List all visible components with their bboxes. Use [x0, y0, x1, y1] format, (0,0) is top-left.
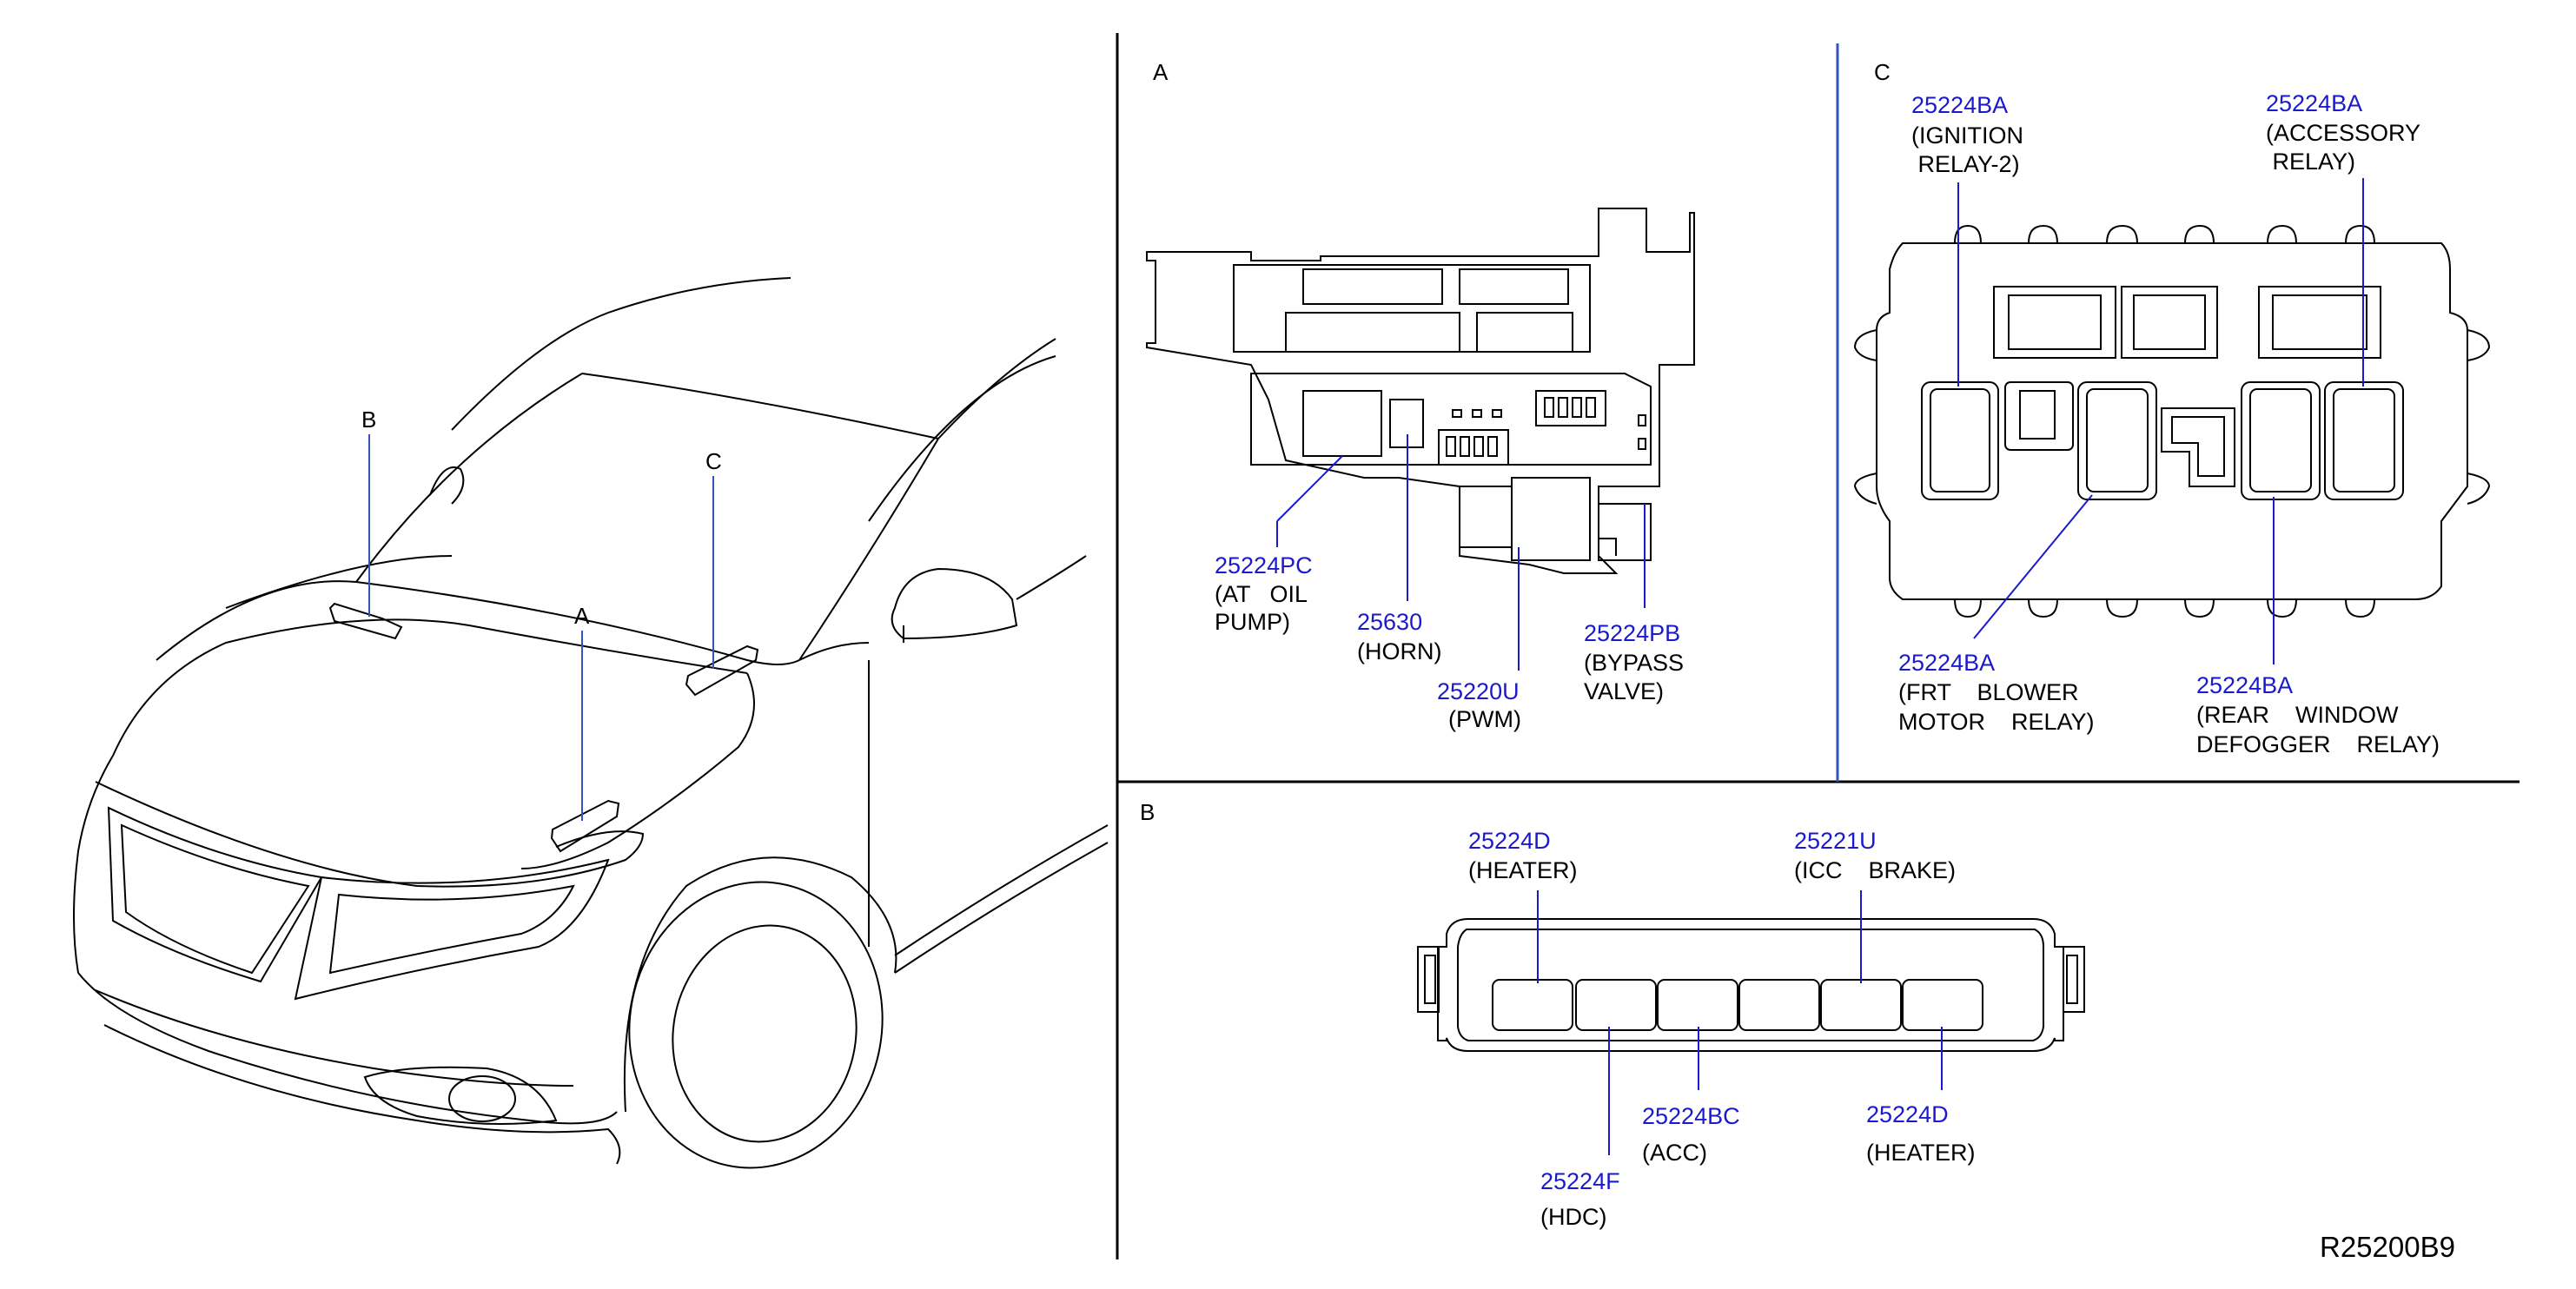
panel-a-pins	[1446, 397, 1646, 457]
callout-frt-blower-desc-2: MOTOR RELAY)	[1898, 709, 2095, 735]
callout-25630-part: 25630	[1357, 609, 1422, 635]
callout-25224pc-desc-1: (AT OIL	[1215, 581, 1308, 607]
marker-c-label: C	[705, 448, 722, 474]
panel-dividers	[1116, 33, 2520, 1259]
panel-b: B 25224D (HEATER) 25221U (ICC BRAKE) 252…	[1140, 799, 2085, 1230]
callout-25224pc-part: 25224PC	[1215, 552, 1313, 578]
callout-icc-brake-desc: (ICC BRAKE)	[1794, 857, 1956, 883]
callout-accessory-relay-part: 25224BA	[2266, 90, 2362, 116]
vehicle-markers: B C A	[361, 407, 722, 821]
callout-hdc-desc: (HDC)	[1540, 1204, 1606, 1230]
callout-25224pb-desc-1: (BYPASS	[1584, 650, 1684, 676]
panel-b-connector	[1437, 918, 2064, 1052]
reference-code: R25200B9	[2320, 1231, 2455, 1263]
callout-heater-top-part: 25224D	[1468, 828, 1551, 854]
callout-ignition-relay-part: 25224BA	[1911, 92, 2008, 118]
panel-a-module	[1146, 208, 1695, 574]
vehicle-illustration	[73, 277, 1109, 1169]
callout-25220u-part: 25220U	[1437, 678, 1520, 704]
callout-heater-bottom-desc: (HEATER)	[1866, 1140, 1976, 1166]
callout-25630-desc: (HORN)	[1357, 638, 1441, 664]
callout-hdc-part: 25224F	[1540, 1168, 1620, 1194]
callout-rear-window-desc-1: (REAR WINDOW	[2196, 702, 2399, 728]
panel-a-title: A	[1153, 59, 1169, 85]
callout-frt-blower-part: 25224BA	[1898, 650, 1995, 676]
panel-c-title: C	[1874, 59, 1891, 85]
callout-25220u-desc: (PWM)	[1448, 706, 1521, 732]
callout-acc-desc: (ACC)	[1642, 1140, 1707, 1166]
callout-acc-part: 25224BC	[1642, 1103, 1740, 1129]
callout-rear-window-part: 25224BA	[2196, 672, 2293, 698]
panel-b-slots	[1492, 979, 1983, 1031]
callout-ignition-relay-desc-1: (IGNITION	[1911, 122, 2023, 149]
callout-ignition-relay-desc-2: RELAY-2)	[1911, 151, 2020, 177]
callout-accessory-relay-desc-1: (ACCESSORY	[2266, 120, 2420, 146]
panel-c: C	[1853, 59, 2491, 757]
callout-accessory-relay-desc-2: RELAY)	[2266, 149, 2355, 175]
callout-25224pb-desc-2: VALVE)	[1584, 678, 1664, 704]
callout-frt-blower-desc-1: (FRT BLOWER	[1898, 679, 2079, 705]
callout-icc-brake-part: 25221U	[1794, 828, 1877, 854]
callout-heater-bottom-part: 25224D	[1866, 1101, 1949, 1127]
callout-25224pb-part: 25224PB	[1584, 620, 1680, 646]
marker-a-label: A	[574, 603, 590, 629]
panel-b-title: B	[1140, 799, 1155, 825]
marker-b-label: B	[361, 407, 376, 433]
callout-heater-top-desc: (HEATER)	[1468, 857, 1578, 883]
callout-25224pc-desc-2: PUMP)	[1215, 609, 1290, 635]
panel-a: A 25224PC (AT OIL PUMP) 25630 (HORN)	[1146, 59, 1695, 732]
panel-c-housing	[1876, 242, 2468, 600]
callout-rear-window-desc-2: DEFOGGER RELAY)	[2196, 731, 2440, 757]
